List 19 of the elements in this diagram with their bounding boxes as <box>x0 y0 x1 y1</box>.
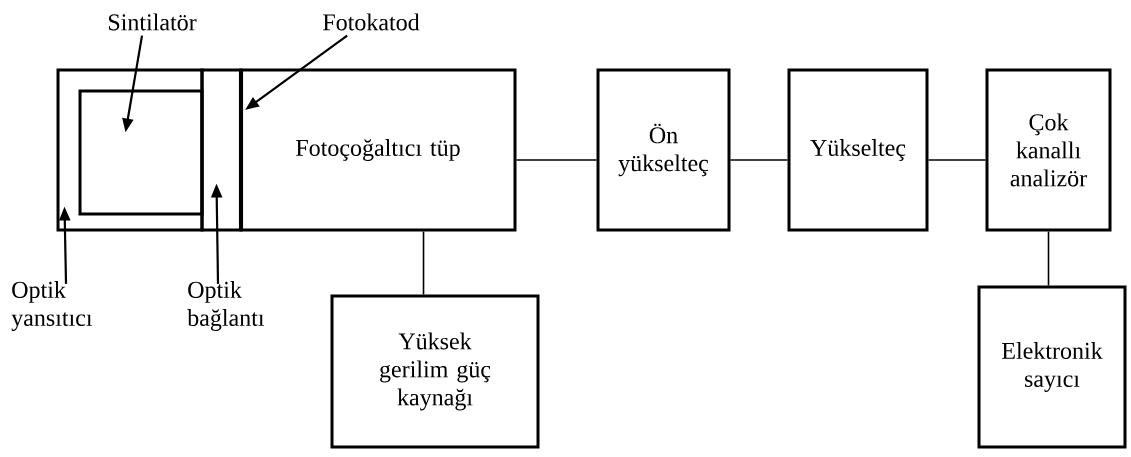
process-box: Fotoçoğaltıcı tüp <box>239 68 517 232</box>
connector-line <box>729 159 789 161</box>
scintillator-box <box>78 89 204 216</box>
process-box: Çok kanallı analizör <box>985 68 1112 232</box>
connector-line <box>927 159 987 161</box>
callout-label: Sintilatör <box>108 13 197 31</box>
connector-line <box>515 159 598 161</box>
callout-label: Optik bağlantı <box>187 281 265 331</box>
housing-box <box>56 68 204 232</box>
process-box: Yükselteç <box>787 68 929 232</box>
coupling-strip <box>200 68 243 232</box>
process-box: Ön yükselteç <box>596 68 731 232</box>
callout-label: Fotokatod <box>323 13 420 31</box>
process-box: Yüksek gerilim güç kaynağı <box>330 294 540 449</box>
process-box: Elektronik sayıcı <box>977 285 1127 449</box>
connector-line <box>422 230 425 296</box>
photocathode-bar <box>238 69 244 231</box>
callout-label: Optik yansıtıcı <box>11 281 93 331</box>
connector-line <box>1047 230 1050 287</box>
